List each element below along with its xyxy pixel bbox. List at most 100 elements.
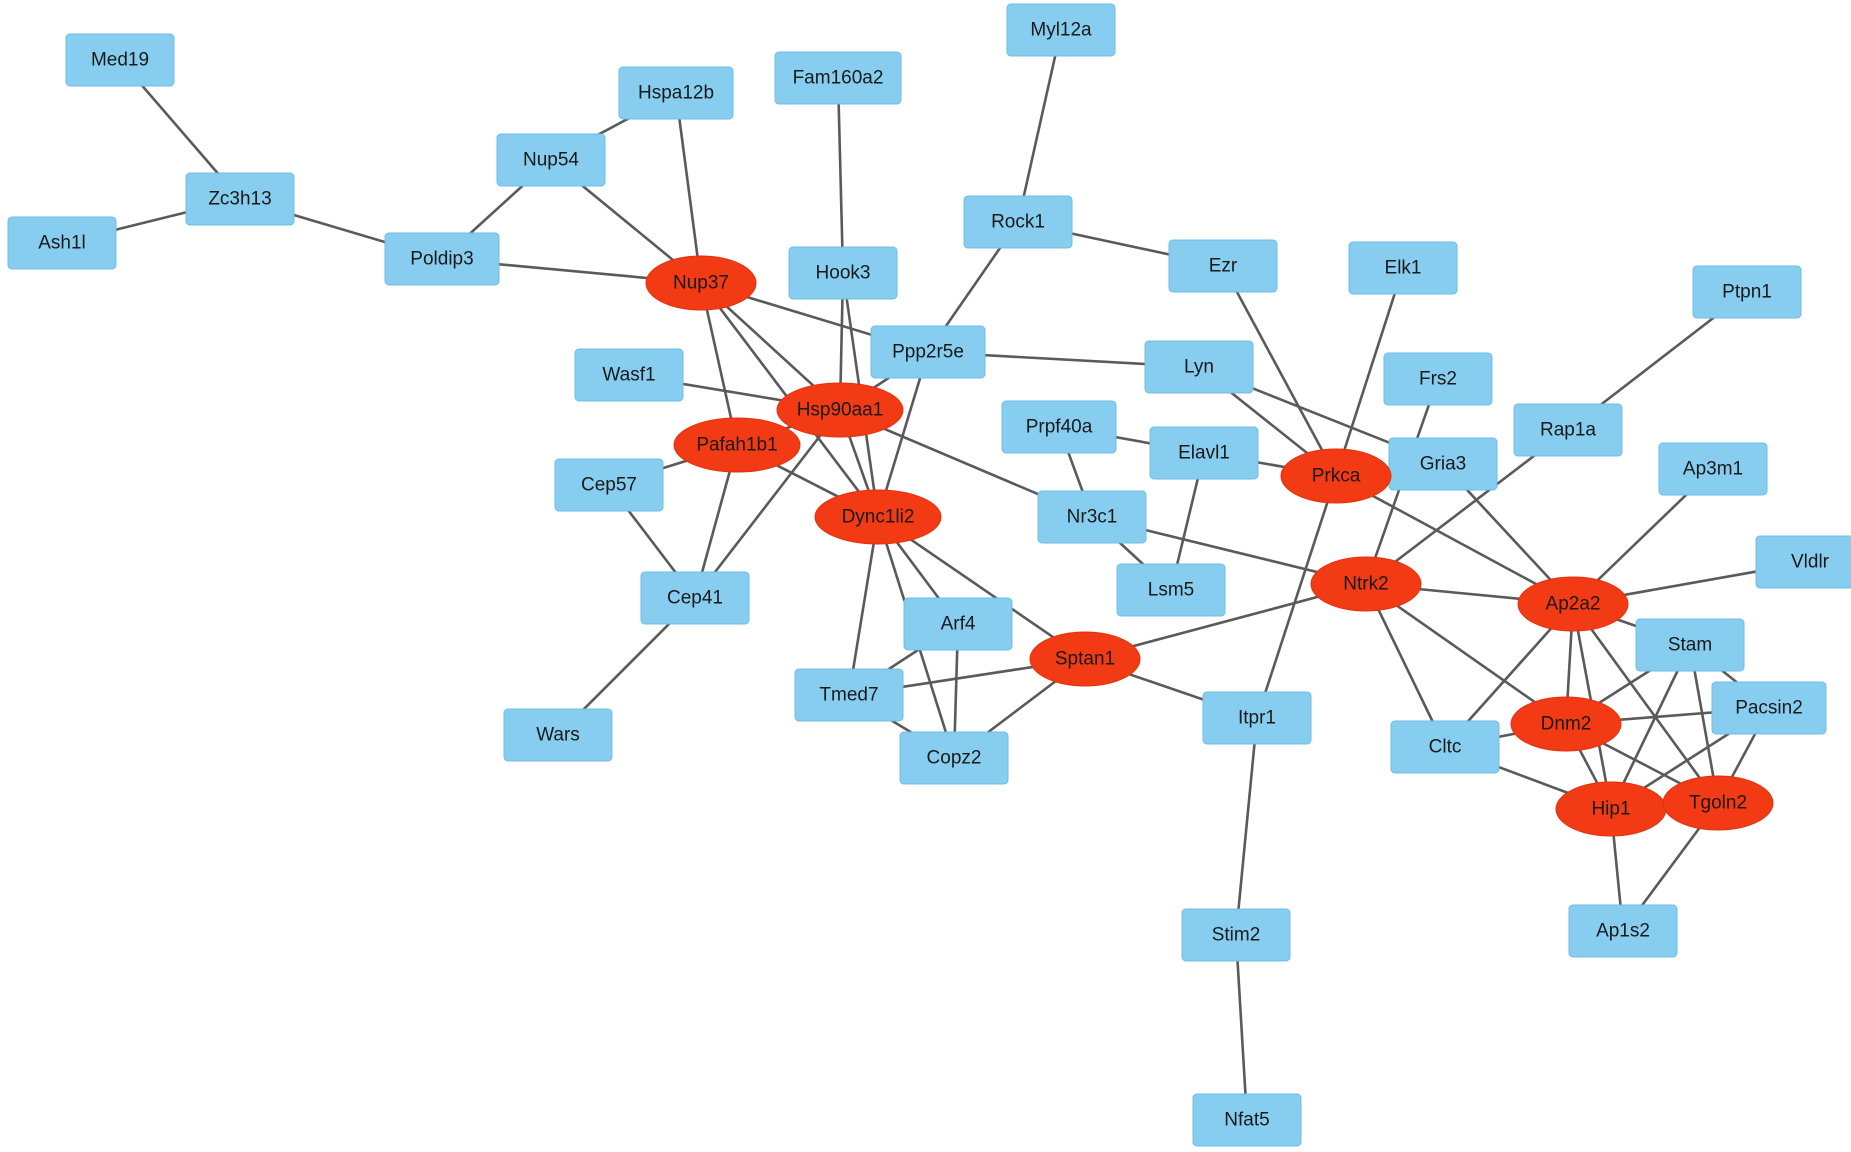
node-hsp90aa1[interactable]: Hsp90aa1 [776,382,904,438]
node-label: Ntrk2 [1343,574,1388,595]
node-poldip3[interactable]: Poldip3 [384,232,500,286]
edge-layer [61,29,1811,1121]
protein-node-shape [1144,340,1254,394]
node-prkca[interactable]: Prkca [1280,448,1392,504]
node-lyn[interactable]: Lyn [1144,340,1254,394]
protein-node-shape [1168,239,1278,293]
protein-node-shape [774,51,902,105]
node-frs2[interactable]: Frs2 [1383,352,1493,406]
node-stam[interactable]: Stam [1635,618,1745,672]
protein-node-shape [1513,403,1623,457]
protein-node-shape [1383,352,1493,406]
edge-ap2a2-tgoln2 [1571,603,1720,804]
edge-prkca-ap2a2 [1335,474,1574,606]
node-zc3h13[interactable]: Zc3h13 [185,172,295,226]
hub-node-shape [1280,448,1392,504]
node-label: Ap2a2 [1546,594,1601,615]
node-tgoln2[interactable]: Tgoln2 [1662,775,1774,831]
hub-node-shape [1510,696,1622,752]
node-sptan1[interactable]: Sptan1 [1029,631,1141,687]
node-hspa12b[interactable]: Hspa12b [618,66,734,120]
node-pafah1b1[interactable]: Pafah1b1 [673,417,801,473]
protein-node-shape [794,668,904,722]
node-label: Ap3m1 [1683,459,1743,480]
edge-ppp2r5e-dync1li2 [876,351,930,518]
node-cltc[interactable]: Cltc [1390,720,1500,774]
node-wasf1[interactable]: Wasf1 [574,348,684,402]
node-arf4[interactable]: Arf4 [903,597,1013,651]
node-ap1s2[interactable]: Ap1s2 [1568,904,1678,958]
node-nup54[interactable]: Nup54 [496,133,606,187]
node-elavl1[interactable]: Elavl1 [1149,426,1259,480]
protein-node-shape [1388,437,1498,491]
node-dync1li2[interactable]: Dync1li2 [814,489,942,545]
node-fam160a2[interactable]: Fam160a2 [774,51,902,105]
node-label: Pafah1b1 [696,435,777,456]
node-copz2[interactable]: Copz2 [899,731,1009,785]
node-label: Hsp90aa1 [797,400,884,421]
node-cep57[interactable]: Cep57 [554,458,664,512]
node-cep41[interactable]: Cep41 [640,571,750,625]
protein-node-shape [640,571,750,625]
node-label: Cep57 [581,475,637,496]
edge-myl12a-rock1 [1016,29,1063,223]
node-label: Nup37 [673,273,729,294]
edge-hsp90aa1-cep41 [693,409,842,599]
node-label: Gria3 [1420,454,1466,475]
protein-node-shape [7,216,117,270]
node-ap2a2[interactable]: Ap2a2 [1517,576,1629,632]
protein-node-shape [963,195,1073,249]
node-ntrk2[interactable]: Ntrk2 [1310,556,1422,612]
node-stim2[interactable]: Stim2 [1181,908,1291,962]
protein-node-shape [185,172,295,226]
edge-itpr1-stim2 [1234,717,1259,936]
protein-node-shape [554,458,664,512]
protein-node-shape [1001,400,1117,454]
node-label: Prkca [1312,466,1361,487]
node-nup37[interactable]: Nup37 [645,255,757,311]
edge-ezr-prkca [1221,265,1338,477]
node-dnm2[interactable]: Dnm2 [1510,696,1622,752]
node-ap3m1[interactable]: Ap3m1 [1658,442,1768,496]
node-nr3c1[interactable]: Nr3c1 [1037,490,1147,544]
protein-node-shape [1658,442,1768,496]
node-tmed7[interactable]: Tmed7 [794,668,904,722]
protein-node-shape [899,731,1009,785]
edge-fam160a2-hook3 [836,77,845,274]
node-label: Nup54 [523,150,579,171]
protein-node-shape [1149,426,1259,480]
hub-node-shape [814,489,942,545]
node-label: Elavl1 [1178,443,1230,464]
node-pacsin2[interactable]: Pacsin2 [1711,681,1827,735]
node-rock1[interactable]: Rock1 [963,195,1073,249]
node-label: Tmed7 [819,685,878,706]
edge-dync1li2-tmed7 [847,516,880,696]
node-lsm5[interactable]: Lsm5 [1116,563,1226,617]
node-ptpn1[interactable]: Ptpn1 [1692,265,1802,319]
node-elk1[interactable]: Elk1 [1348,241,1458,295]
node-nfat5[interactable]: Nfat5 [1192,1093,1302,1147]
node-vldlr[interactable]: Vldlr [1755,535,1851,589]
node-hook3[interactable]: Hook3 [788,246,898,300]
node-ppp2r5e[interactable]: Ppp2r5e [870,325,986,379]
protein-node-shape [1390,720,1500,774]
hub-node-shape [1517,576,1629,632]
edge-prkca-itpr1 [1255,475,1338,719]
node-label: Lsm5 [1148,580,1194,601]
node-gria3[interactable]: Gria3 [1388,437,1498,491]
node-rap1a[interactable]: Rap1a [1513,403,1623,457]
node-prpf40a[interactable]: Prpf40a [1001,400,1117,454]
node-hip1[interactable]: Hip1 [1555,781,1667,837]
node-myl12a[interactable]: Myl12a [1006,3,1116,57]
node-label: Arf4 [941,614,976,635]
node-med19[interactable]: Med19 [65,33,175,87]
protein-node-shape [496,133,606,187]
hub-node-shape [1029,631,1141,687]
node-wars[interactable]: Wars [503,708,613,762]
node-ezr[interactable]: Ezr [1168,239,1278,293]
node-label: Ppp2r5e [892,342,964,363]
node-label: Cep41 [667,588,723,609]
node-ash1l[interactable]: Ash1l [7,216,117,270]
protein-node-shape [903,597,1013,651]
node-itpr1[interactable]: Itpr1 [1202,691,1312,745]
